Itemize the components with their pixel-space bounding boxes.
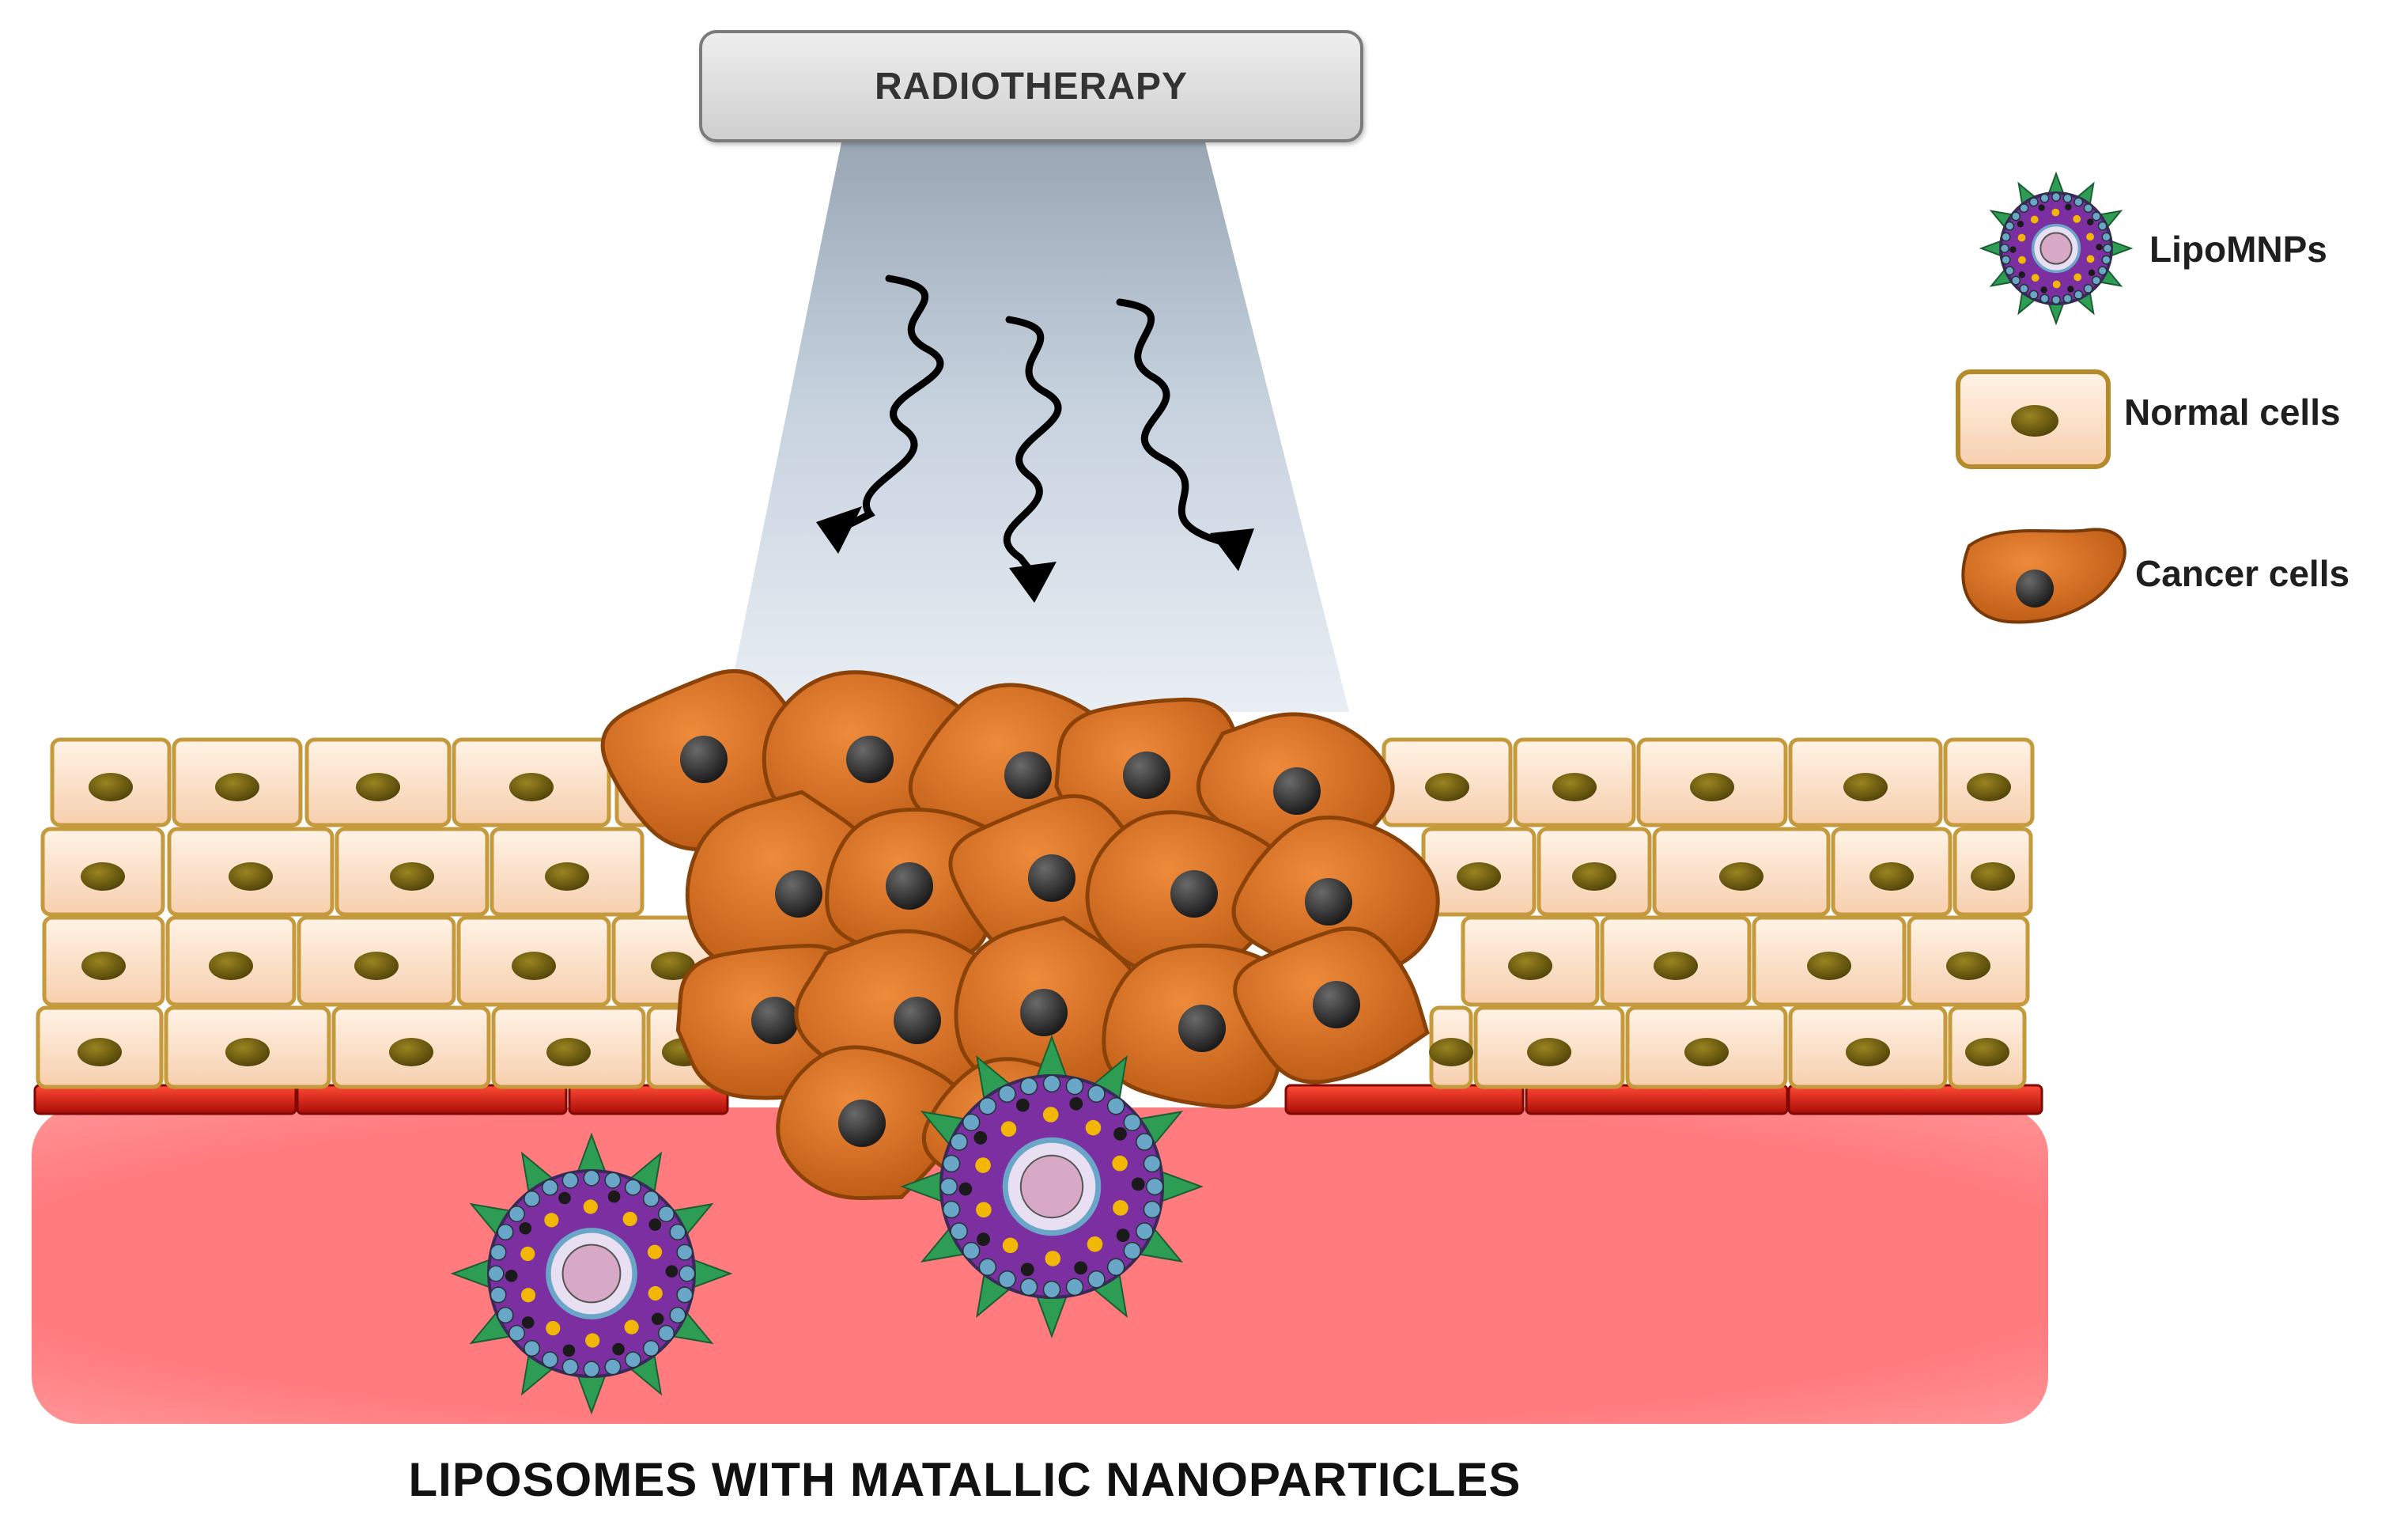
wavy-arrow-icon — [816, 274, 944, 554]
normal-cell — [335, 827, 490, 917]
normal-cell — [304, 737, 452, 827]
membrane-segment — [1787, 1084, 2043, 1115]
normal-cell — [172, 737, 303, 827]
normal-cell — [1461, 915, 1600, 1007]
normal-cell — [167, 827, 335, 917]
normal-cell — [1948, 1005, 2027, 1089]
liposome-icon — [450, 1132, 733, 1415]
cancer-cell — [1231, 816, 1440, 980]
wavy-arrow-icon — [1116, 298, 1254, 571]
diagram-caption: LIPOSOMES WITH MATALLIC NANOPARTICLES — [408, 1453, 1522, 1506]
normal-cell — [40, 827, 165, 917]
cancer-cell — [1233, 926, 1430, 1085]
radiotherapy-label: RADIOTHERAPY — [874, 65, 1189, 108]
liposome-icon — [900, 1035, 1204, 1338]
normal-tissue — [36, 737, 2035, 1089]
basement-membrane — [33, 1084, 2043, 1115]
normal-cell — [1788, 1005, 1948, 1089]
membrane-segment — [33, 1084, 297, 1115]
normal-cell — [36, 1005, 164, 1089]
membrane-segment — [568, 1084, 729, 1115]
normal-cell — [1752, 915, 1907, 1007]
legend-label-normal-cells: Normal cells — [2124, 392, 2341, 433]
normal-cell — [1429, 1005, 1473, 1089]
normal-cell — [452, 737, 611, 827]
normal-cell — [456, 915, 611, 1007]
normal-cell — [50, 737, 172, 827]
legend-label-lipomnps: LipoMNPs — [2149, 229, 2327, 270]
normal-cell-icon — [1956, 369, 2111, 469]
normal-cell — [1537, 827, 1652, 917]
normal-cell — [1788, 737, 1943, 827]
normal-cell — [491, 1005, 646, 1089]
normal-cell — [1943, 737, 2035, 827]
radiation-beam — [726, 142, 1349, 712]
radiotherapy-source: RADIOTHERAPY — [699, 30, 1363, 142]
legend-label-cancer-cells: Cancer cells — [2135, 553, 2350, 594]
normal-cell — [165, 915, 297, 1007]
normal-cell — [1473, 1005, 1625, 1089]
normal-cell — [1907, 915, 2030, 1007]
normal-cell — [164, 1005, 331, 1089]
normal-cell — [297, 915, 456, 1007]
normal-cell — [1513, 737, 1636, 827]
normal-cell — [1652, 827, 1831, 917]
normal-cell — [1952, 827, 2033, 917]
tumor-mass — [600, 669, 1440, 1201]
normal-cell — [42, 915, 165, 1007]
normal-cell — [1421, 827, 1537, 917]
normal-cell — [490, 827, 645, 917]
cancer-cell — [776, 1045, 965, 1201]
membrane-segment — [1525, 1084, 1789, 1115]
normal-cell — [331, 1005, 491, 1089]
normal-cell — [1382, 737, 1513, 827]
membrane-segment — [1284, 1084, 1525, 1115]
normal-cell — [1831, 827, 1952, 917]
normal-cell — [1625, 1005, 1788, 1089]
cancer-cell-icon — [1961, 528, 2126, 624]
normal-cell — [1600, 915, 1752, 1007]
wavy-arrow-icon — [1004, 316, 1062, 603]
normal-cell — [1636, 737, 1788, 827]
membrane-segment — [296, 1084, 568, 1115]
liposome-icon — [1979, 171, 2134, 326]
